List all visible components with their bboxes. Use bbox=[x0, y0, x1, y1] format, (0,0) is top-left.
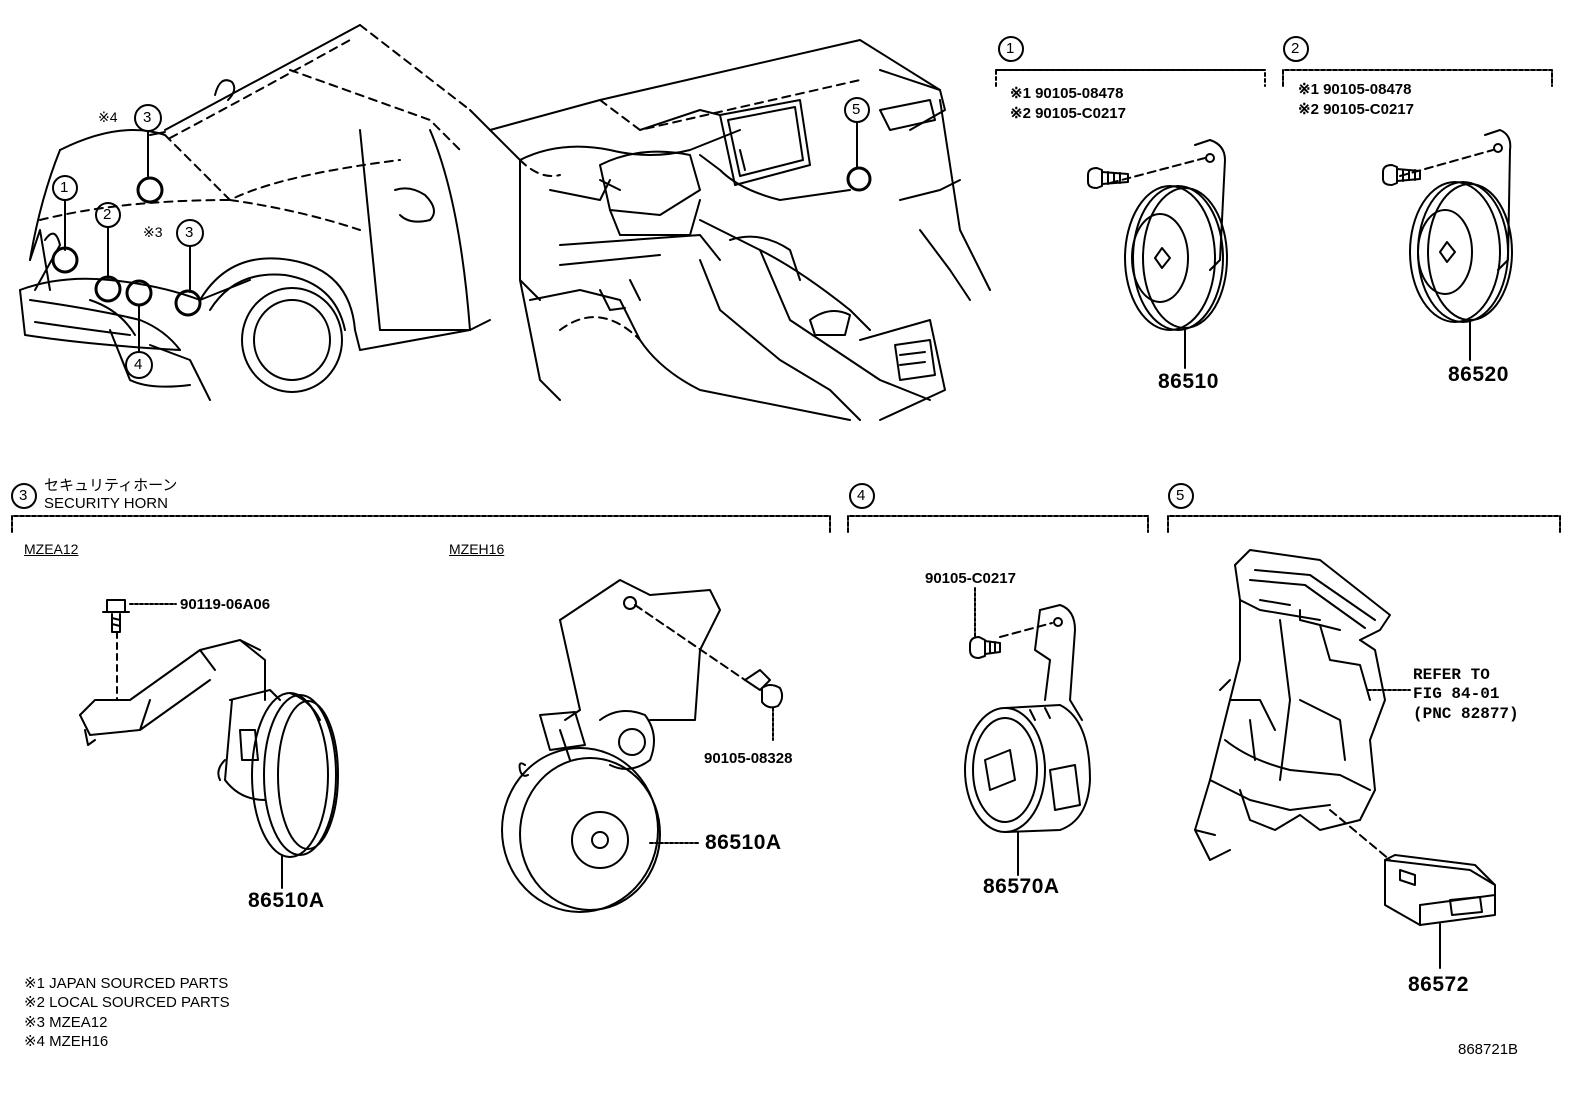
car-exterior-illustration bbox=[19, 24, 491, 401]
refer-line3: (PNC 82877) bbox=[1413, 705, 1519, 723]
section1-note1: ※1 90105-08478 bbox=[1010, 85, 1124, 102]
section5-label: 5 bbox=[1176, 487, 1185, 504]
footnote-3: ※3 MZEA12 bbox=[24, 1014, 108, 1031]
bolt-90105-08328: 90105-08328 bbox=[704, 750, 793, 767]
security-horn-mzeh16-illustration bbox=[501, 579, 784, 913]
horn-86510-illustration bbox=[1087, 139, 1228, 369]
footnote-4: ※4 MZEH16 bbox=[24, 1033, 109, 1050]
bolt-90119-06a06: 90119-06A06 bbox=[180, 596, 271, 613]
refer-line1: REFER TO bbox=[1413, 666, 1490, 684]
part-86510: 86510 bbox=[1158, 370, 1219, 393]
section3-title-jp: セキュリティホーン bbox=[44, 476, 178, 494]
section1-label: 1 bbox=[1006, 40, 1015, 57]
diagram-id: 868721B bbox=[1458, 1041, 1519, 1058]
section-brackets bbox=[11, 36, 1561, 533]
footnote-2: ※2 LOCAL SOURCED PARTS bbox=[24, 994, 230, 1011]
callout-label-3b: 3 bbox=[185, 224, 194, 241]
section2-label: 2 bbox=[1291, 40, 1300, 57]
footnote-1: ※1 JAPAN SOURCED PARTS bbox=[24, 975, 229, 992]
refer-line2: FIG 84-01 bbox=[1413, 685, 1500, 703]
part-86572: 86572 bbox=[1408, 973, 1469, 996]
section4-label: 4 bbox=[857, 487, 866, 504]
horn-86570a-illustration bbox=[964, 587, 1091, 876]
callout-note-4: ※4 bbox=[98, 109, 118, 125]
callout-label-3a: 3 bbox=[143, 109, 152, 126]
callout-label-2: 2 bbox=[103, 206, 112, 223]
callout-label-5: 5 bbox=[852, 101, 861, 118]
horn-86520-illustration bbox=[1382, 129, 1513, 361]
callout-label-1: 1 bbox=[60, 179, 69, 196]
section1-note2: ※2 90105-C0217 bbox=[1010, 105, 1126, 122]
controller-86572-illustration bbox=[1194, 549, 1496, 969]
model-mzea12: MZEA12 bbox=[24, 541, 79, 557]
car-interior-illustration bbox=[489, 39, 991, 421]
part-86520: 86520 bbox=[1448, 363, 1509, 386]
car-callout-markers bbox=[51, 104, 204, 379]
section2-note2: ※2 90105-C0217 bbox=[1298, 101, 1414, 118]
part-86570a: 86570A bbox=[983, 875, 1060, 898]
model-mzeh16: MZEH16 bbox=[449, 541, 505, 557]
bolt-90105-c0217: 90105-C0217 bbox=[925, 570, 1016, 587]
callout-note-3: ※3 bbox=[143, 224, 163, 240]
callout-label-4: 4 bbox=[134, 356, 143, 373]
part-86510a-left: 86510A bbox=[248, 889, 325, 912]
section2-note1: ※1 90105-08478 bbox=[1298, 81, 1412, 98]
security-horn-mzea12-illustration bbox=[79, 599, 339, 889]
section3-label: 3 bbox=[19, 487, 28, 504]
part-86510a-right: 86510A bbox=[705, 831, 782, 854]
section3-title-en: SECURITY HORN bbox=[44, 495, 168, 512]
